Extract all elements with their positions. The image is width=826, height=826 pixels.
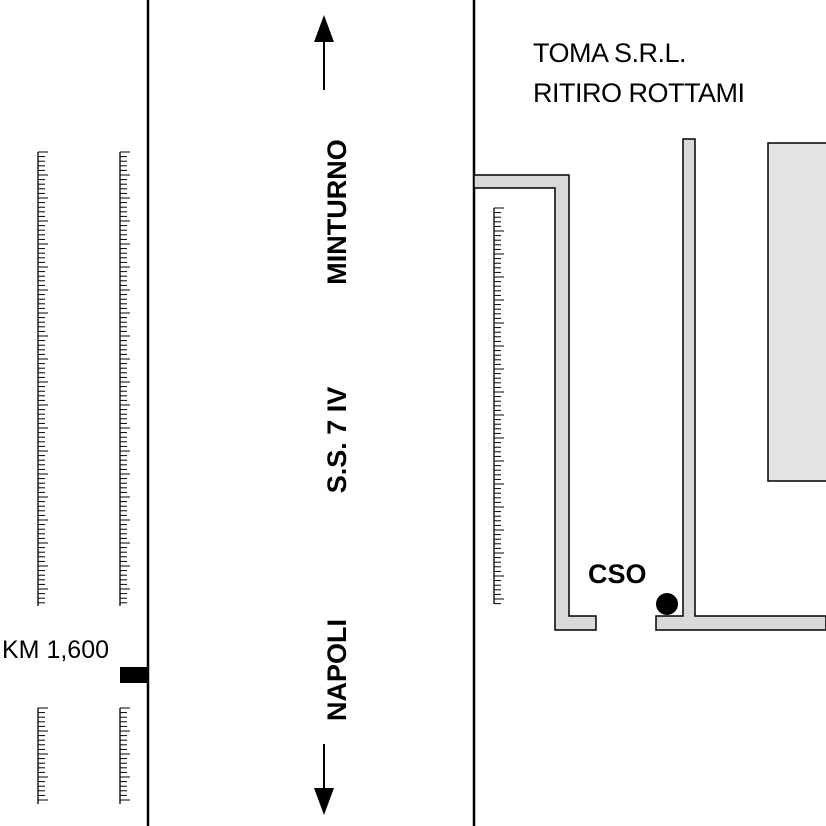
- direction-north-label: MINTURNO: [322, 139, 352, 284]
- cso-point-icon: [656, 593, 678, 615]
- arrow-south-icon: [314, 744, 334, 815]
- company-name-line2: RITIRO ROTTAMI: [533, 78, 744, 108]
- property-wall-right: [655, 138, 826, 631]
- company-name-line1: TOMA S.R.L.: [533, 38, 686, 68]
- track-site: [493, 207, 504, 605]
- track-right-lower: [119, 707, 130, 804]
- cso-label: CSO: [588, 559, 647, 589]
- property-wall-left: [473, 174, 597, 631]
- km-marker-post: [120, 667, 148, 683]
- track-left-upper: [37, 151, 48, 606]
- track-right-upper: [119, 151, 130, 606]
- track-left-lower: [37, 707, 48, 804]
- railway-ladders: [37, 151, 504, 804]
- road-name-label: S.S. 7 IV: [322, 387, 352, 494]
- km-marker-label: KM 1,600: [2, 636, 109, 664]
- direction-south-label: NAPOLI: [322, 619, 352, 721]
- building: [767, 142, 826, 482]
- arrow-north-icon: [314, 15, 334, 90]
